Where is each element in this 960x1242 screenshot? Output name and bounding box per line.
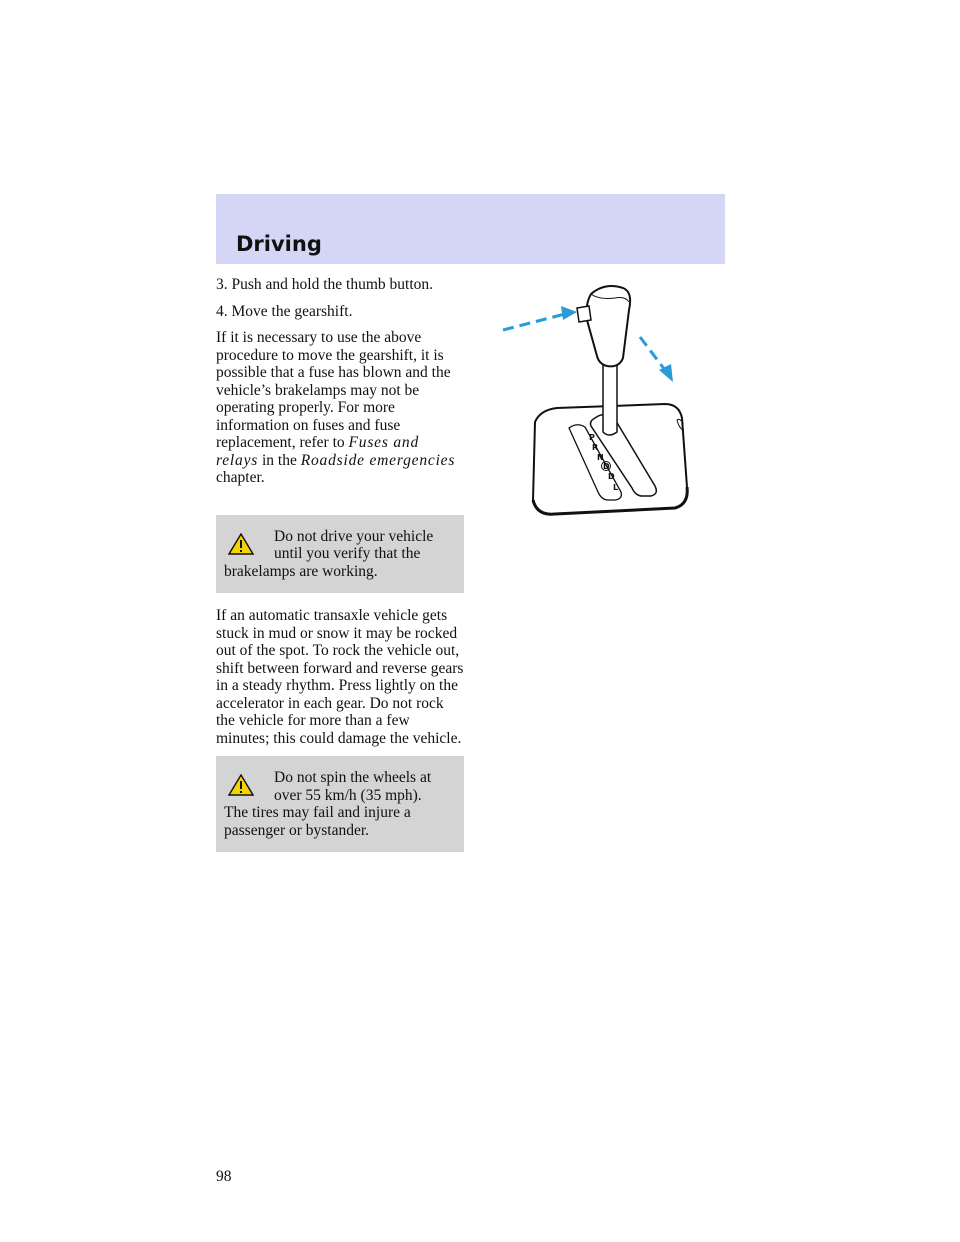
move-arrow-line [638,336,667,371]
push-arrow-line [502,312,566,332]
roadside-emergencies-ref: Roadside emergencies [300,451,456,469]
fuse-paragraph: If it is necessary to use the above proc… [216,329,464,487]
rocking-paragraph: If an automatic transaxle vehicle gets s… [216,607,464,747]
fuse-text-after: chapter. [216,469,265,486]
overdrive-circle [601,461,611,471]
gear-label-d: D [608,472,615,481]
section-header-band: Driving [216,194,725,264]
gear-indicator-strip [568,424,623,501]
thumb-button [576,305,592,323]
section-title: Driving [236,232,322,256]
warning-box-brakelamps: Do not drive your vehicle until you veri… [216,514,464,593]
step-3: 3. Push and hold the thumb button. [216,276,433,293]
gearshift-illustration: P R N D D L [502,285,689,516]
page-number: 98 [216,1168,232,1185]
warning-line-1: Do not spin the wheels at [274,769,432,786]
warning-triangle-icon [228,532,254,555]
gear-label-n: N [597,453,604,462]
warning-line-2: until you verify that the [274,545,421,562]
gear-label-r: R [592,443,598,452]
fuse-text-mid: in the [258,451,301,469]
gearshift-shaft [602,363,618,436]
fuses-and-relays-ref: Fuses and relays [216,434,420,469]
body-column: 3. Push and hold the thumb button. 4. Mo… [216,276,464,866]
warning-rest: The tires may fail and injure a passenge… [224,804,411,839]
push-arrow-head-icon [561,306,577,320]
warning-rest: brakelamps are working. [224,562,378,580]
warning-triangle-icon [228,774,254,796]
move-arrow-head-icon [659,364,673,382]
gear-label-p: P [589,433,595,442]
fuse-text-before: If it is necessary to use the above proc… [216,329,451,451]
warning-line-1: Do not drive your vehicle [274,527,434,545]
gear-label-l: L [613,483,618,492]
warning-line-2: over 55 km/h (35 mph). [274,786,422,804]
step-4: 4. Move the gearshift. [216,302,353,320]
gear-label-overdrive: D [603,462,610,471]
warning-box-wheel-spin: Do not spin the wheels at over 55 km/h (… [216,756,464,852]
